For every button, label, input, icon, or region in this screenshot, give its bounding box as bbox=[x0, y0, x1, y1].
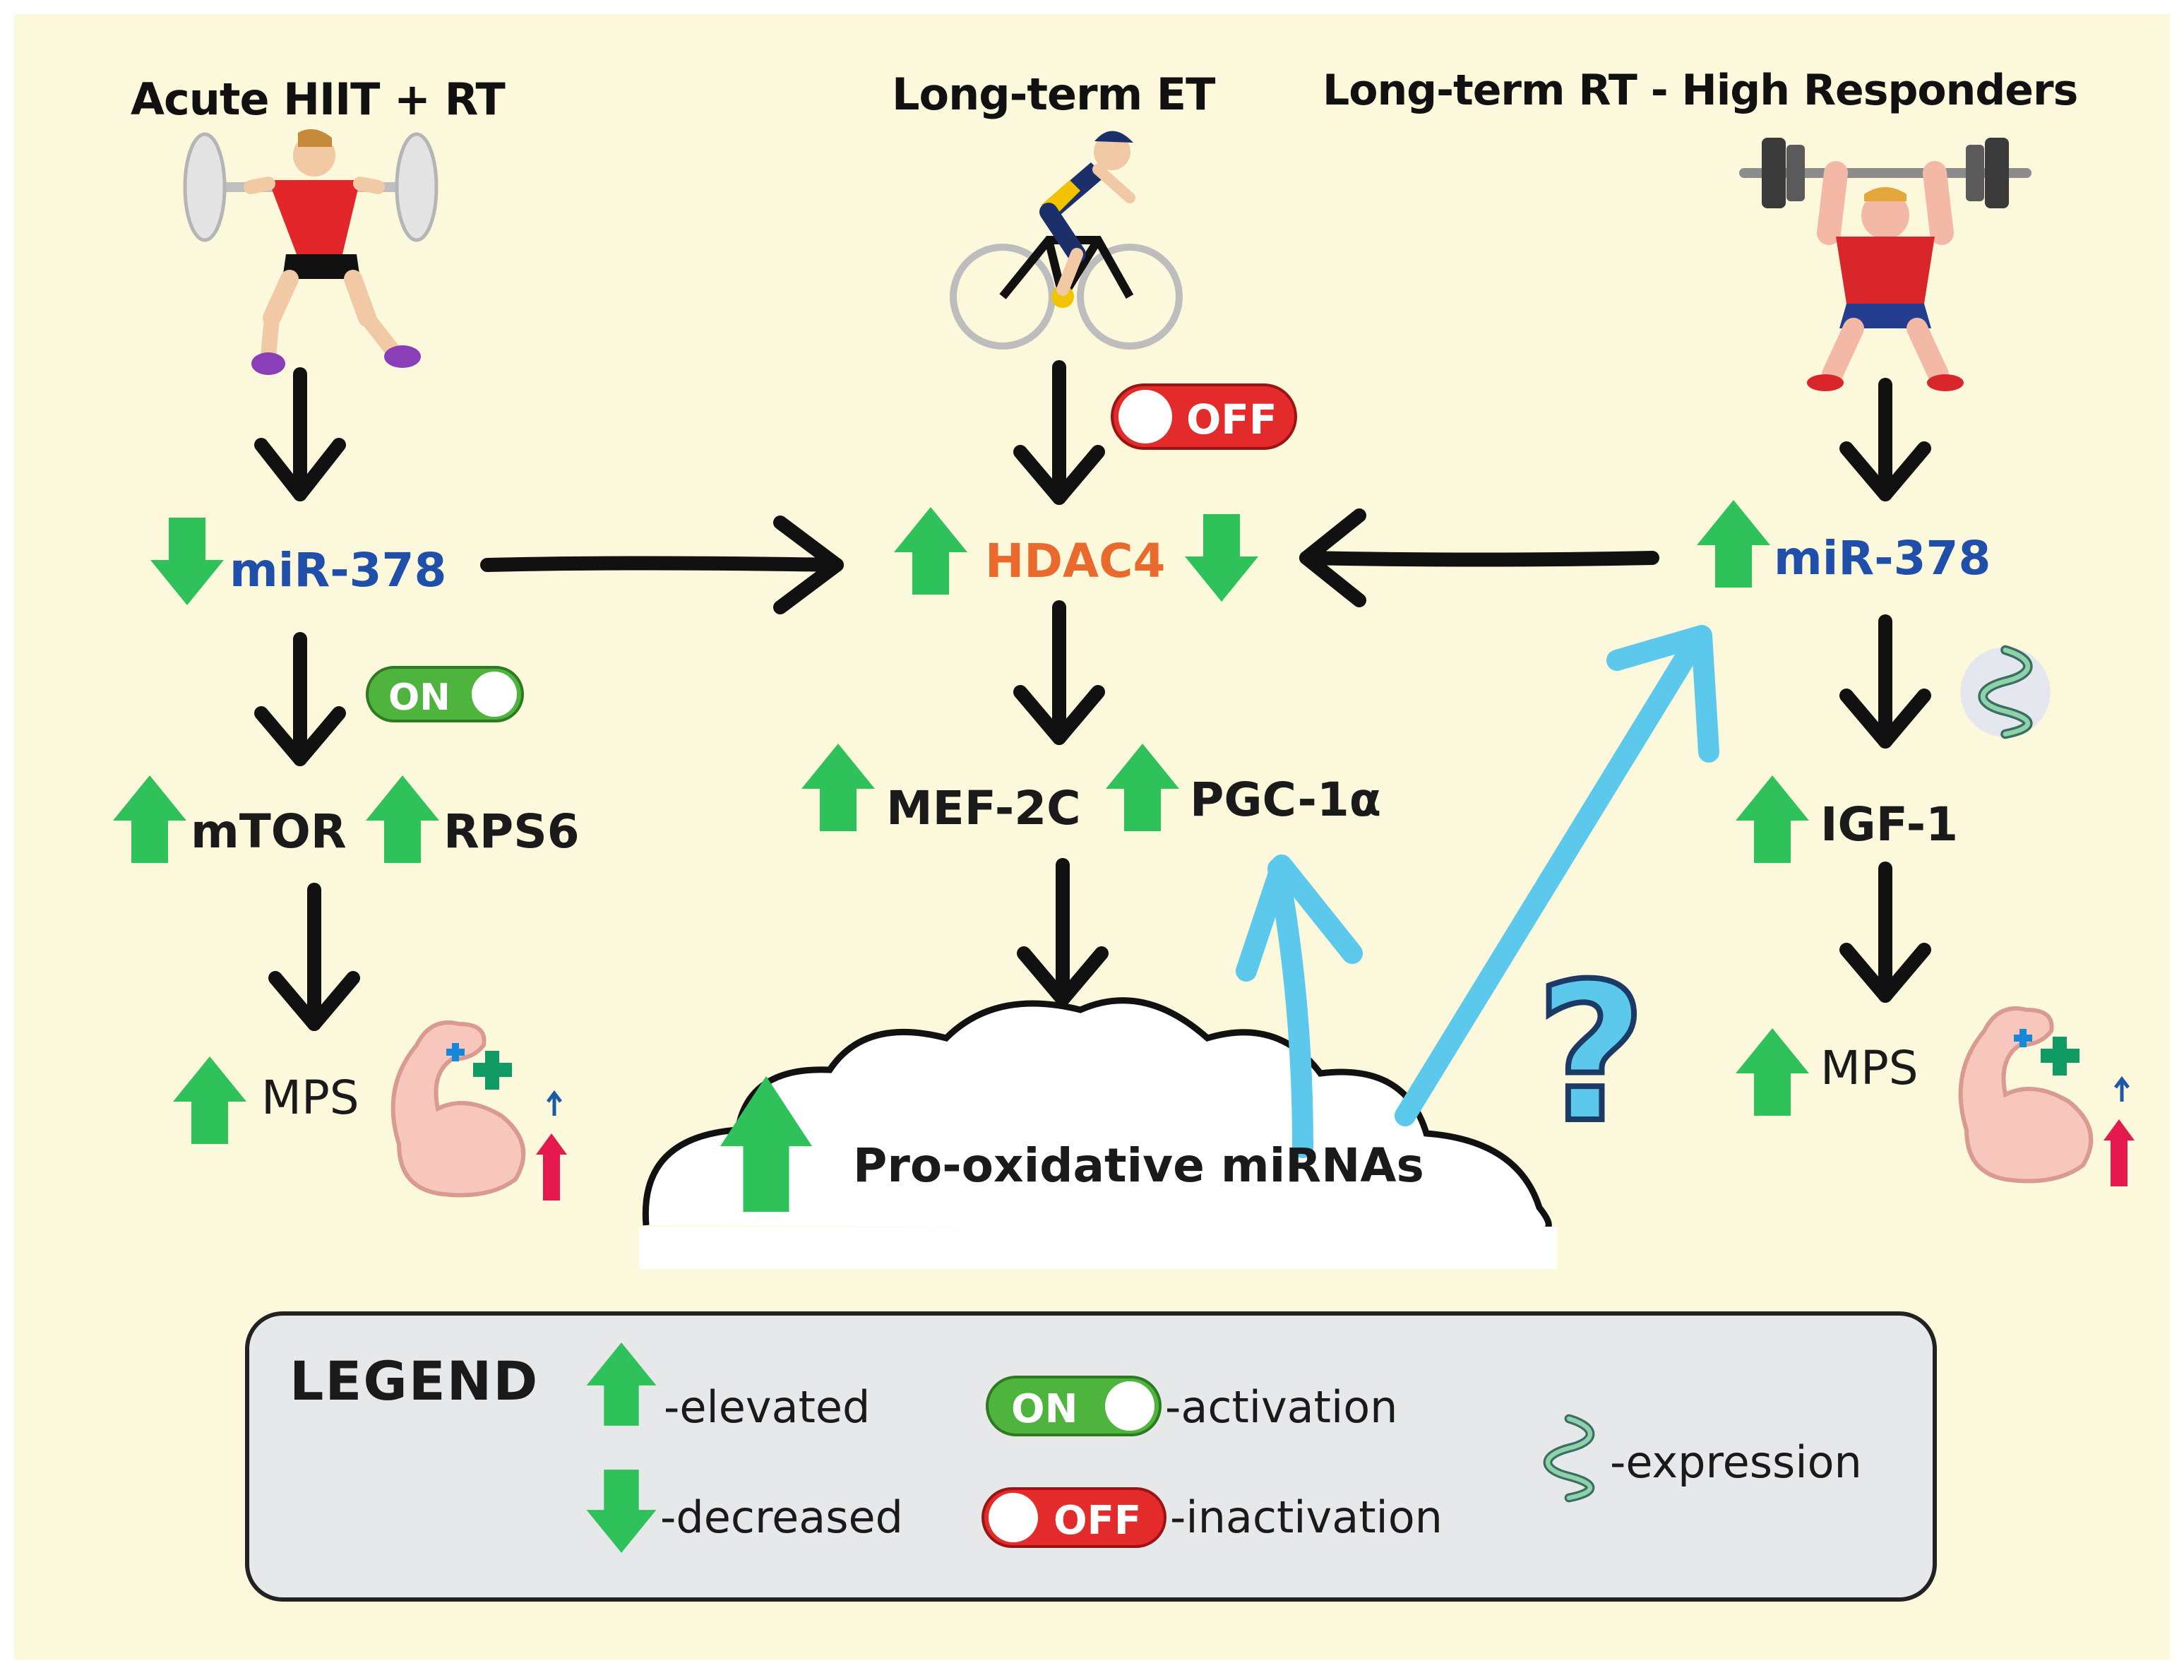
on-toggle-label: ON bbox=[388, 677, 450, 719]
pro-oxidative-cloud bbox=[639, 997, 1557, 1269]
off-toggle: OFF bbox=[1111, 383, 1297, 450]
legend-title: LEGEND bbox=[290, 1350, 539, 1412]
mtor-label: mTOR bbox=[191, 804, 347, 859]
legend-on-toggle: ON bbox=[986, 1376, 1162, 1436]
legend-activation-label: -activation bbox=[1165, 1381, 1398, 1433]
arrow-hdac4-to-mef2c bbox=[1013, 600, 1105, 745]
cyclist-icon bbox=[950, 131, 1183, 350]
legend-decreased-label: -decreased bbox=[660, 1491, 904, 1543]
right-mir378-label: miR-378 bbox=[1774, 531, 1991, 585]
legend-expression-label: -expression bbox=[1610, 1436, 1862, 1488]
legend-off-label: OFF bbox=[1054, 1498, 1141, 1544]
arrow-left-to-mir bbox=[254, 367, 346, 501]
blue-arrow-to-pgc1a bbox=[1236, 854, 1363, 1158]
legend-off-toggle: OFF bbox=[981, 1487, 1166, 1548]
right-mps-label: MPS bbox=[1820, 1041, 1919, 1095]
arrow-left-mir-to-mtor bbox=[254, 632, 346, 766]
legend-on-label: ON bbox=[1011, 1386, 1078, 1432]
pgc1a-label: PGC-1α bbox=[1190, 773, 1382, 827]
left-mps-label: MPS bbox=[261, 1071, 359, 1125]
off-toggle-label: OFF bbox=[1186, 395, 1277, 443]
flexed-arm-muscle-icon bbox=[390, 1020, 567, 1201]
legend-elevated-label: -elevated bbox=[664, 1381, 871, 1433]
column-title-middle: Long-term ET bbox=[892, 68, 1215, 120]
column-title-right: Long-term RT - High Responders bbox=[1323, 66, 2078, 115]
legend-inactivation-label: -inactivation bbox=[1170, 1491, 1443, 1543]
arrow-mef2c-to-cloud bbox=[1017, 858, 1109, 1006]
prooxidative-mirnas-label: Pro-oxidative miRNAs bbox=[853, 1138, 1424, 1193]
flexed-arm-muscle-icon bbox=[1958, 1006, 2135, 1186]
column-title-left: Acute HIIT + RT bbox=[131, 73, 506, 125]
blue-arrow-to-right-mir bbox=[1395, 625, 1719, 1126]
arrow-right-mir-to-igf1 bbox=[1839, 614, 1931, 749]
arrow-left-to-mps bbox=[268, 883, 360, 1031]
overhead-lifter-icon bbox=[1739, 138, 2031, 391]
left-mir378-label: miR-378 bbox=[229, 543, 447, 597]
legend-box bbox=[245, 1311, 1937, 1602]
rps6-label: RPS6 bbox=[443, 804, 580, 859]
arrow-rt-to-mir bbox=[1839, 378, 1931, 501]
question-mark: ? bbox=[1536, 942, 1647, 1164]
arrow-left-mir-to-hdac4 bbox=[480, 516, 844, 614]
arrow-igf1-to-mps bbox=[1839, 862, 1931, 1003]
on-toggle: ON bbox=[366, 666, 524, 722]
squat-weightlifter-icon bbox=[183, 129, 438, 375]
mef2c-label: MEF-2C bbox=[886, 781, 1081, 835]
arrow-et-to-hdac4 bbox=[1013, 360, 1105, 505]
dna-helix-icon bbox=[1960, 647, 2051, 737]
arrow-right-mir-to-hdac4 bbox=[1299, 508, 1659, 607]
igf1-label: IGF-1 bbox=[1820, 797, 1959, 852]
hdac4-label: HDAC4 bbox=[985, 534, 1166, 588]
